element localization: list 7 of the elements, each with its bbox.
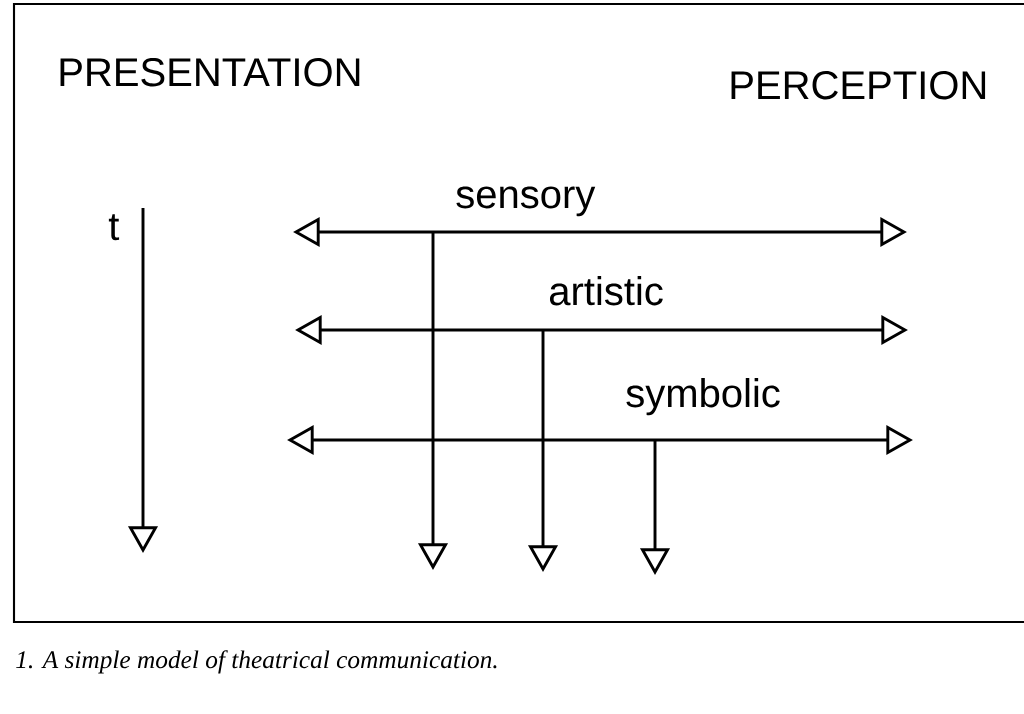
caption: 1. A simple model of theatrical communication. xyxy=(16,650,497,674)
channel-label: symbolic xyxy=(626,378,780,416)
heading: PRESENTATION xyxy=(60,58,360,87)
channel-label: sensory xyxy=(456,186,596,217)
heading: PERCEPTION xyxy=(731,71,986,100)
channel-label: artistic xyxy=(549,276,663,306)
axis-label: t xyxy=(108,214,120,241)
